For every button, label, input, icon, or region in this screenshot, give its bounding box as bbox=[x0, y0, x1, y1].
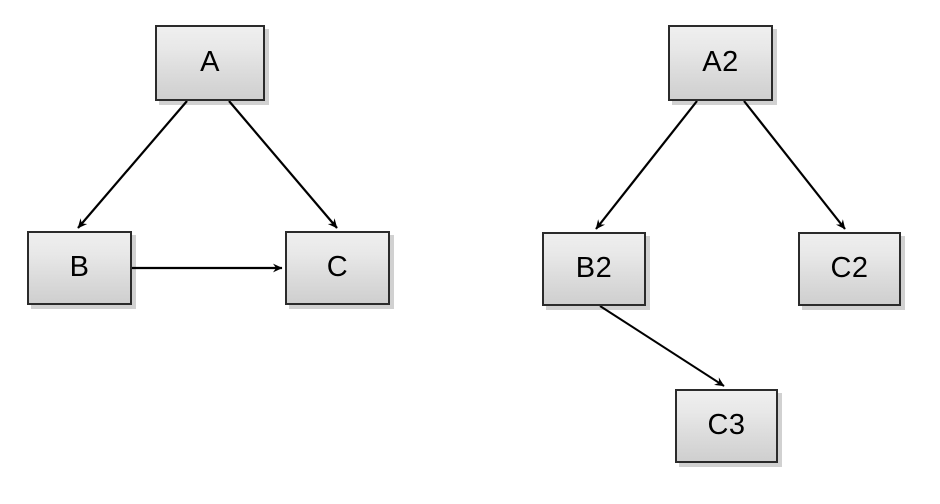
edge-b2-to-c3 bbox=[599, 305, 725, 387]
node-c3[interactable]: C3 bbox=[675, 389, 778, 463]
node-a-label: A bbox=[200, 45, 220, 78]
edge-a-to-c bbox=[228, 100, 338, 229]
node-b2[interactable]: B2 bbox=[542, 232, 646, 306]
edge-a2-to-c2 bbox=[743, 100, 846, 230]
node-b-label: B bbox=[69, 250, 90, 283]
node-a[interactable]: A bbox=[155, 25, 265, 101]
node-b[interactable]: B bbox=[27, 231, 132, 305]
node-c2-label: C2 bbox=[830, 251, 869, 284]
edge-a-to-b bbox=[77, 100, 188, 229]
node-c-label: C bbox=[326, 250, 349, 283]
node-c3-label: C3 bbox=[707, 408, 746, 441]
node-b2-label: B2 bbox=[575, 251, 613, 284]
node-c[interactable]: C bbox=[285, 231, 390, 305]
node-a2[interactable]: A2 bbox=[668, 25, 773, 101]
node-a2-label: A2 bbox=[702, 45, 739, 78]
edge-a2-to-b2 bbox=[595, 100, 698, 230]
node-c2[interactable]: C2 bbox=[798, 232, 901, 306]
